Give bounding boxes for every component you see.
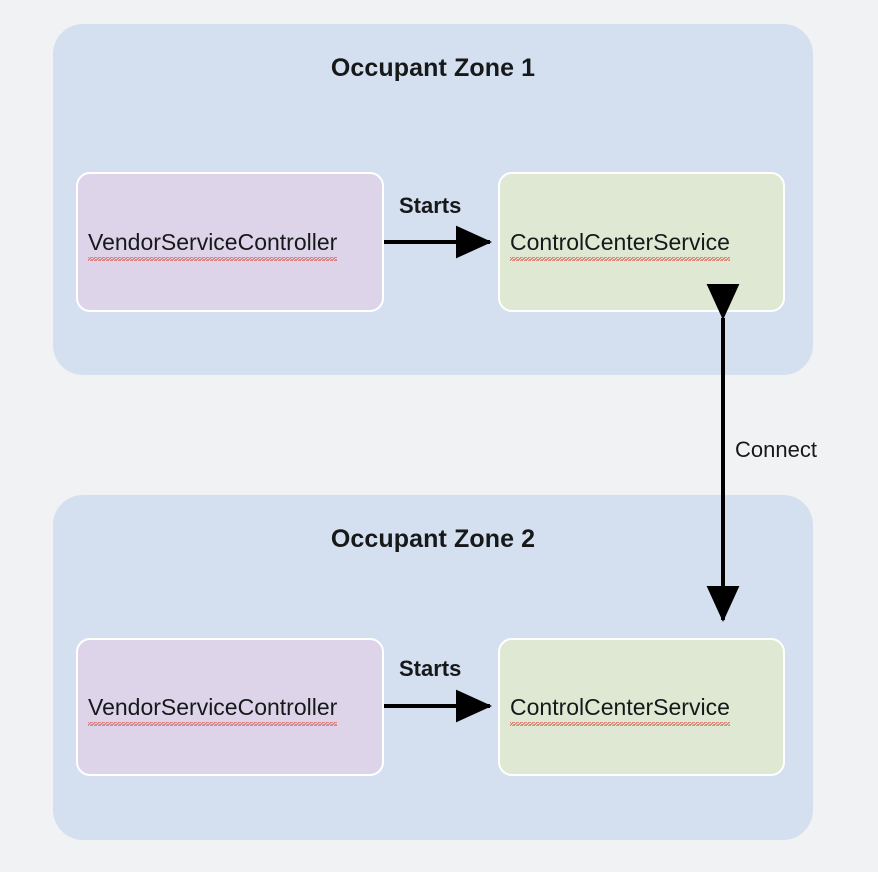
edge-label-starts-2: Starts: [399, 656, 462, 681]
edge-label-starts-1: Starts: [399, 193, 462, 218]
node-label-vendor-service-controller-2: VendorServiceController: [78, 695, 338, 726]
node-label-control-center-service-1: ControlCenterService: [500, 230, 730, 261]
node-label-vendor-service-controller-1: VendorServiceController: [78, 230, 338, 261]
zone-title-1: Occupant Zone 1: [330, 54, 536, 82]
node-vendor-service-controller-1[interactable]: VendorServiceController: [76, 172, 384, 312]
node-control-center-service-1[interactable]: ControlCenterService: [498, 172, 785, 312]
edge-label-connect: Connect: [735, 437, 817, 462]
node-label-control-center-service-2: ControlCenterService: [500, 695, 730, 726]
node-vendor-service-controller-2[interactable]: VendorServiceController: [76, 638, 384, 776]
node-control-center-service-2[interactable]: ControlCenterService: [498, 638, 785, 776]
zone-title-2: Occupant Zone 2: [330, 525, 536, 553]
